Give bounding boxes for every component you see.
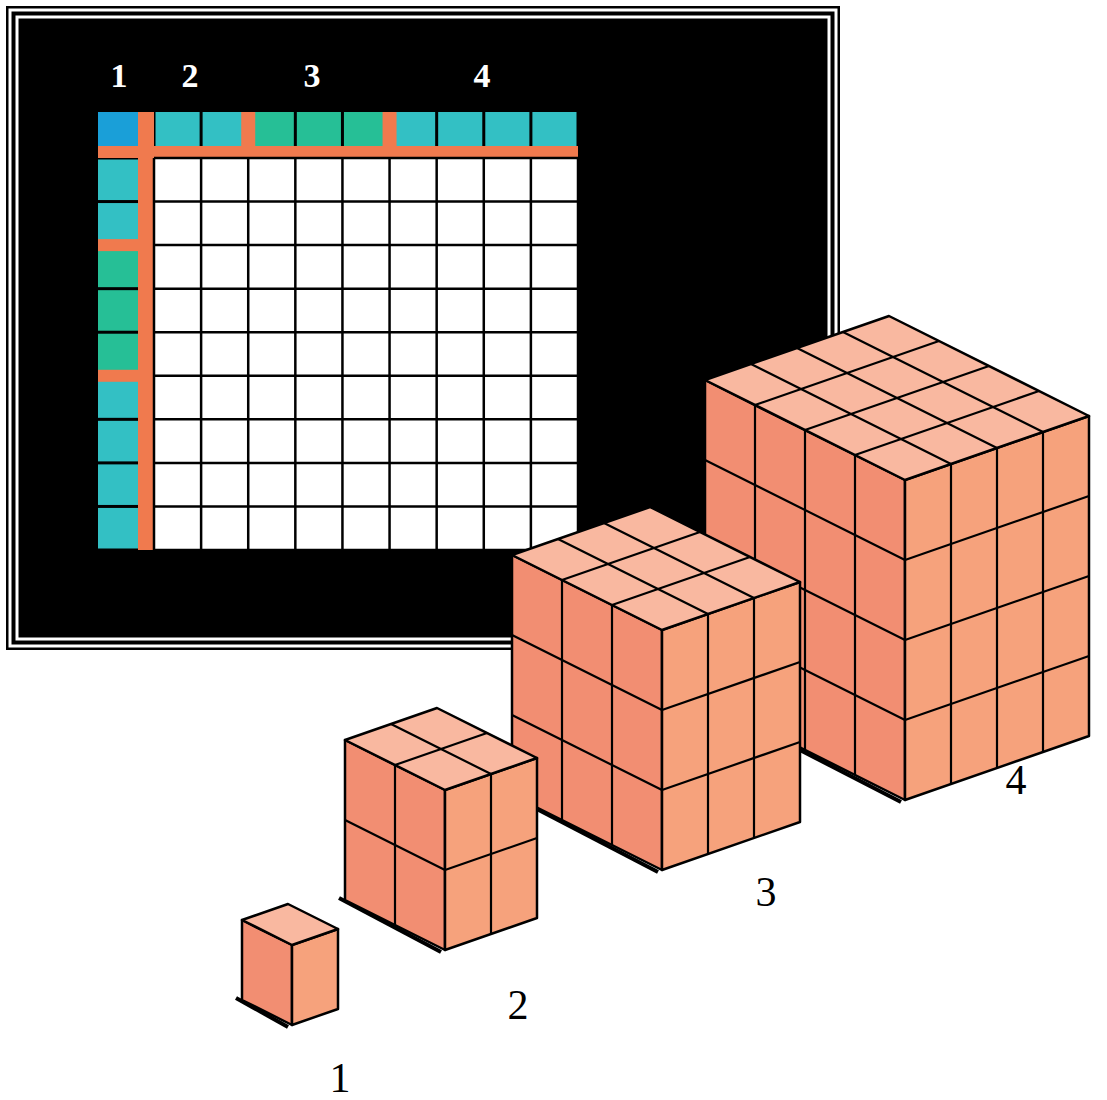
grid-line (577, 158, 580, 550)
cube-line (512, 635, 662, 710)
header-cell (438, 112, 482, 146)
cube-line (558, 539, 708, 614)
column-number: 3 (304, 57, 321, 95)
grid-line (154, 418, 578, 421)
cube-line (612, 557, 750, 605)
cube-line (445, 838, 537, 870)
grid-line (154, 505, 578, 508)
cube-line (562, 532, 700, 580)
cube-line (905, 576, 1089, 640)
cube-line (662, 662, 800, 710)
cube-line (604, 523, 754, 598)
cube-number: 2 (508, 981, 529, 1029)
cube-line (707, 614, 709, 854)
cube-number: 1 (330, 1054, 351, 1100)
header-cell (250, 112, 294, 146)
grid-line (341, 158, 344, 550)
grid-line (154, 375, 578, 378)
grid-line (154, 200, 578, 203)
cube-line (843, 332, 1043, 432)
column-number: 2 (182, 57, 199, 95)
grid-line (154, 549, 578, 552)
orange-separator (98, 239, 138, 251)
header-cell (98, 421, 138, 462)
grid (98, 112, 578, 550)
grid-area (154, 158, 578, 550)
board-frame (10, 10, 836, 646)
grid-line (530, 158, 533, 550)
cube-line (662, 742, 800, 790)
header-cell (297, 112, 341, 146)
cube-line (753, 598, 755, 838)
header-cell (203, 112, 247, 146)
cube-line (611, 605, 613, 845)
grid-line (154, 462, 578, 465)
cube-face (445, 758, 537, 950)
column-number: 1 (111, 57, 128, 95)
cube-line (797, 348, 997, 448)
board-frame (17, 17, 829, 639)
header-cell (98, 508, 138, 549)
cube-line (561, 580, 563, 820)
cube-face (345, 708, 537, 790)
cube-line (705, 460, 905, 560)
header-cell (98, 464, 138, 505)
header-cell (98, 377, 138, 418)
cube-line (345, 820, 445, 870)
grid-line (154, 244, 578, 247)
cubes (236, 316, 1089, 1027)
header-cell (532, 112, 576, 146)
header-cell (98, 160, 138, 201)
cube-line (391, 724, 491, 774)
grid-line (154, 287, 578, 290)
cube-face (905, 416, 1089, 800)
header-cell (391, 112, 435, 146)
cube-line (1042, 432, 1044, 752)
orange-separator (98, 370, 138, 382)
grid-line (483, 158, 486, 550)
orange-separator (241, 112, 255, 146)
orange-strip (98, 146, 578, 158)
grid-line (200, 158, 203, 550)
grid-line (435, 158, 438, 550)
header-cell (156, 112, 200, 146)
header-cell (98, 334, 138, 375)
cube-face (512, 507, 800, 630)
grid-line (154, 331, 578, 334)
grid-line (247, 158, 250, 550)
orange-strip (138, 112, 154, 550)
header-cell (98, 290, 138, 331)
header-cell (98, 247, 138, 288)
header-cell (98, 112, 138, 146)
cube-line (854, 455, 856, 775)
blackboard (6, 6, 840, 650)
header-cell (98, 203, 138, 244)
cube-number: 4 (1006, 756, 1027, 804)
cube-face (242, 904, 338, 945)
grid-line (153, 158, 156, 550)
grid-line (388, 158, 391, 550)
cube-face (705, 316, 1089, 480)
grid-line (154, 157, 578, 160)
header-cell (485, 112, 529, 146)
cube-face (662, 582, 800, 870)
cube-number: 3 (756, 868, 777, 916)
cube-line (855, 391, 1039, 455)
header-cell (344, 112, 388, 146)
cube-line (905, 496, 1089, 560)
orange-separator (383, 112, 397, 146)
column-number: 4 (474, 57, 491, 95)
grid-line (294, 158, 297, 550)
